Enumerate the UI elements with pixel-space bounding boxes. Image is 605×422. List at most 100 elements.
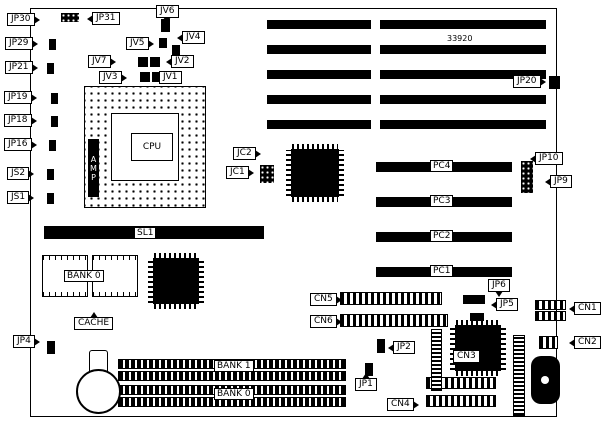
isa-slot-segment [267,95,371,104]
qfp-pins-right [339,150,344,196]
callout-cn6: CN6 [310,315,342,328]
pci-slot-label-pc1: PC1 [430,265,454,277]
callout-jp2: JP2 [388,341,415,354]
callout-jv3: JV3 [99,71,127,84]
isa-slot-segment [380,95,546,104]
jp20-connector [549,76,560,89]
jp10-jp9-connector [521,161,533,193]
jp30-jp31-connector [61,13,79,22]
callout-jc2: JC2 [233,147,261,160]
jv7-connector [138,57,148,67]
jv5-connector [159,38,167,48]
callout-jp4: JP4 [13,335,40,348]
pci-slot-label-pc2: PC2 [430,230,454,242]
isa-slot-segment [380,120,546,129]
jp19-connector [51,93,58,104]
jc1-jc2-connector [260,165,274,183]
callout-jc1: JC1 [226,166,254,179]
callout-cn4: CN4 [387,398,419,411]
cache-callout: CACHE [74,312,114,330]
callout-jp6: JP6 [488,279,510,297]
qfp-pins-bottom [292,197,338,202]
jp1-connector [365,363,373,376]
cn6-connector [340,314,448,327]
jp16-connector [49,140,56,151]
jp5-connector [470,313,484,321]
qfp-pins-right [501,326,506,370]
jp29-connector [49,39,56,50]
cn4-connector [426,395,496,407]
jp2-connector [377,339,385,353]
mem-bank0-label: BANK 0 [214,388,254,400]
jp4-connector [47,341,55,354]
jp21-connector [47,63,54,74]
cn3-chip [450,320,506,376]
din-hole [541,376,549,384]
cn1-connector [535,300,566,310]
callout-cn1: CN1 [569,302,601,315]
callout-jp20: JP20 [513,75,546,88]
jv6-connector [161,19,170,32]
callout-jp18: JP18 [4,114,37,127]
qfp-pins-top [456,320,500,325]
callout-cn5: CN5 [310,293,342,306]
jv2-connector [150,57,160,67]
power-connector [431,329,442,391]
qfp-pins-left [450,326,455,370]
callout-jp9: JP9 [545,175,572,188]
jv4-connector [172,45,180,55]
qfp-pins-top [154,253,198,258]
qfp-pins-bottom [154,304,198,309]
isa-slot-segment [267,45,371,54]
cpu-label: CPU [131,133,173,161]
callout-jp10: JP10 [530,152,563,165]
keyboard-din-connector [531,356,560,404]
simm-slot [118,371,346,381]
callout-js1: JS1 [7,191,35,204]
jp6-connector [463,295,485,304]
part-number: 33920 [447,34,473,43]
cpu-socket: CPU AMP [84,86,206,208]
callout-jv7: JV7 [88,55,116,68]
cn2-connector [539,336,558,349]
qfp-chip-body [153,258,199,304]
pci-slot-label-pc4: PC4 [430,160,454,172]
cn5-connector [340,292,442,305]
cache-bank-label: BANK 0 [64,270,104,282]
isa-slot-segment [380,70,546,79]
callout-cn2: CN2 [569,336,601,349]
callout-jp16: JP16 [4,138,37,151]
callout-jp19: JP19 [4,91,37,104]
callout-jv6: JV6 [156,5,179,23]
isa-slot-segment [380,20,546,29]
sl1-label: SL1 [134,227,157,239]
jp18-connector [51,116,58,127]
callout-jp21: JP21 [5,61,38,74]
callout-jp30: JP30 [7,13,40,26]
qfp-pins-right [199,259,204,303]
qfp-chip [286,144,344,202]
callout-jp29: JP29 [5,37,38,50]
qfp-chip-body [291,149,339,197]
amp-marking: AMP [88,139,99,197]
mem-bank1-label: BANK 1 [214,360,254,372]
battery [76,369,121,414]
cn1-connector [535,311,566,321]
qfp-pins-bottom [456,371,500,376]
callout-js2: JS2 [7,167,35,180]
pci-slot-label-pc3: PC3 [430,195,454,207]
qfp-pins-left [148,259,153,303]
callout-cn3: CN3 [453,345,480,363]
qfp-pins-left [286,150,291,196]
callout-jv2: JV2 [166,55,194,68]
callout-jv4: JV4 [177,31,205,44]
jv3-connector [140,72,150,82]
isa-slot-segment [267,120,371,129]
callout-jp31: JP31 [87,12,120,25]
edge-pin-header [513,335,525,416]
callout-jp5: JP5 [491,298,518,311]
qfp-pins-top [292,144,338,149]
callout-jv1: JV1 [154,71,182,84]
callout-jv5: JV5 [126,37,154,50]
header-connector [426,377,496,389]
